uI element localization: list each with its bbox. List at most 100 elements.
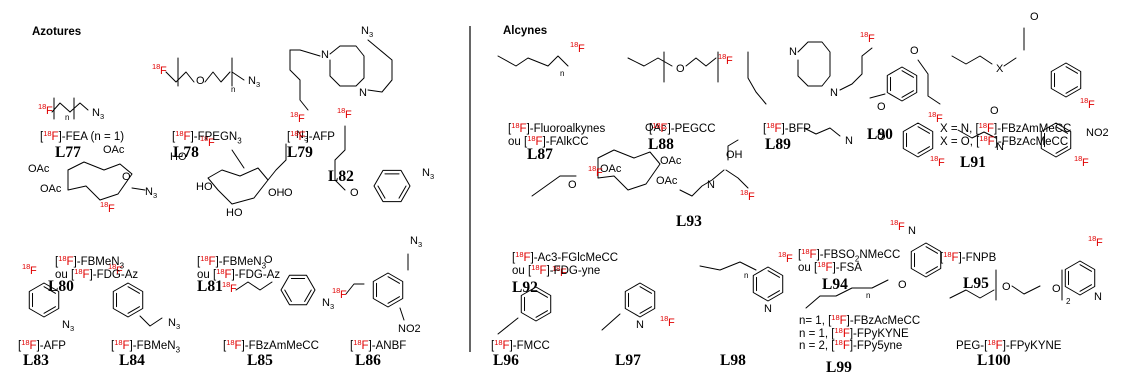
- azide-subscript: 3: [418, 240, 422, 249]
- subscript-n: n: [65, 113, 69, 122]
- benzene-ring: [1040, 122, 1072, 158]
- acetoxy-label: OAc: [656, 175, 678, 187]
- subscript-n: n: [866, 291, 870, 300]
- compound-name-l92: [18F]-Ac3-FGlcMeCC: [512, 250, 619, 264]
- benzene-ring: [1050, 62, 1082, 98]
- fluorine-label: F: [560, 267, 567, 279]
- subscript-n: n: [560, 69, 564, 78]
- nitrogen-label: N: [707, 179, 715, 191]
- bond: [289, 49, 321, 57]
- double-bond: [1055, 146, 1068, 154]
- compound-name-l87: ou [18F]-FAlkCC: [508, 133, 589, 148]
- bond: [797, 41, 831, 87]
- isotope-label: 18: [552, 264, 560, 273]
- nitrogen-label: N: [1094, 291, 1102, 303]
- compound-name-l99: n = 1, [18F]-FPyKYNE: [799, 325, 909, 340]
- azide-label: N: [361, 25, 369, 37]
- oxygen-label: O: [990, 105, 999, 117]
- compound-number-l79: L79: [287, 144, 313, 161]
- isotope-label: 18: [660, 314, 668, 323]
- double-bond: [43, 306, 56, 314]
- fluorine-label: F: [898, 221, 905, 233]
- compound-number-l99: L99: [826, 359, 852, 376]
- isotope-label: 18: [337, 106, 345, 115]
- isotope-label: 18: [570, 40, 578, 49]
- compound-name-l81: [18F]-FBMeN3: [197, 254, 267, 271]
- nitrogen-label: N: [359, 87, 367, 99]
- bond: [1011, 285, 1041, 295]
- acetoxy-label: OAc: [600, 163, 622, 175]
- hydroxy-label: HO: [226, 207, 243, 219]
- double-bond: [398, 185, 407, 199]
- bond: [531, 175, 577, 197]
- fluorine-label: F: [160, 65, 167, 77]
- bond: [747, 51, 767, 105]
- compound-name-l80: ou [18F]-FDG-Az: [55, 266, 139, 281]
- double-bond: [387, 276, 400, 284]
- subscript-n: n: [231, 85, 235, 94]
- double-bond: [387, 296, 400, 304]
- compound-name-l86: [18F]-ANBF: [350, 338, 407, 352]
- isotope-label: 18: [1088, 234, 1096, 243]
- benzene-ring: [886, 66, 918, 102]
- isotope-label: 18: [1074, 154, 1082, 163]
- bond: [839, 47, 873, 91]
- oxygen-label: O: [1030, 11, 1039, 23]
- compound-number-l81: L81: [197, 278, 223, 295]
- fluorine-label: F: [868, 33, 875, 45]
- oxygen-label: O: [568, 179, 577, 191]
- compound-name-l78: [18F]-FPEGN3: [172, 129, 242, 146]
- compound-number-l78: L78: [173, 144, 199, 161]
- oxygen-label: O: [898, 279, 907, 291]
- fluorine-label: F: [46, 105, 53, 117]
- isotope-label: 18: [928, 110, 936, 119]
- acetoxy-label: OAc: [28, 163, 50, 175]
- bond: [139, 315, 163, 327]
- nitro-label: NO2: [1086, 127, 1109, 139]
- compound-name-l94: ou [18F]-FSA: [798, 259, 862, 274]
- compound-name-l99: n = 2, [18F]-FPy5yne: [799, 338, 903, 352]
- nitrogen-label: N: [636, 319, 644, 331]
- compound-number-l92: L92: [512, 279, 538, 296]
- oxygen-label: O: [1002, 281, 1011, 293]
- bond: [231, 71, 245, 81]
- subscript-2: 2: [1066, 297, 1071, 306]
- oxygen-label: O: [284, 187, 293, 199]
- nitrogen-label: N: [764, 303, 772, 315]
- double-bond: [639, 306, 652, 314]
- azide-subscript: 3: [176, 322, 180, 331]
- section-title-azotures: Azotures: [32, 26, 82, 38]
- compound-number-l96: L96: [493, 352, 519, 369]
- fluorine-label: F: [936, 113, 943, 125]
- hydroxy-label: OH: [726, 149, 743, 161]
- fluorine-label: F: [30, 265, 37, 277]
- fluorine-label: F: [108, 203, 115, 215]
- pyridine-ring: [624, 282, 656, 318]
- acetoxy-label: OAc: [40, 183, 62, 195]
- oxygen-label: O: [122, 171, 131, 183]
- fluorine-label: F: [578, 43, 585, 55]
- oxygen-label: O: [877, 101, 886, 113]
- compound-name-l100: PEG-[18F]-FPyKYNE: [956, 338, 1062, 352]
- fluorine-label: F: [340, 289, 347, 301]
- benzene-ring: [520, 286, 552, 322]
- sugar-ring: [67, 161, 133, 201]
- compound-name-l94: [18F]-FBSO2NMeCC: [798, 247, 901, 264]
- fluorine-label: F: [345, 109, 352, 121]
- benzene-ring: [372, 272, 404, 308]
- compound-name-l95: [18F]-FNPB: [940, 250, 997, 264]
- double-bond: [1079, 284, 1092, 292]
- hydroxy-label: HO: [170, 151, 187, 163]
- bond: [685, 57, 717, 67]
- bond: [805, 279, 889, 309]
- bond: [69, 102, 89, 113]
- sugar-ring: [207, 167, 269, 205]
- acetoxy-label: OAc: [660, 155, 682, 167]
- compound-name-l91: X = O, [18F]-FBzAcMeCC: [940, 133, 1069, 148]
- isotope-label: 18: [108, 262, 116, 271]
- compound-name-l91: X = N, [18F]-FBzAmMeCC: [940, 121, 1072, 135]
- x-label: X: [996, 63, 1004, 75]
- double-bond: [767, 290, 780, 298]
- oxygen-label: O: [196, 75, 205, 87]
- bond: [334, 125, 346, 191]
